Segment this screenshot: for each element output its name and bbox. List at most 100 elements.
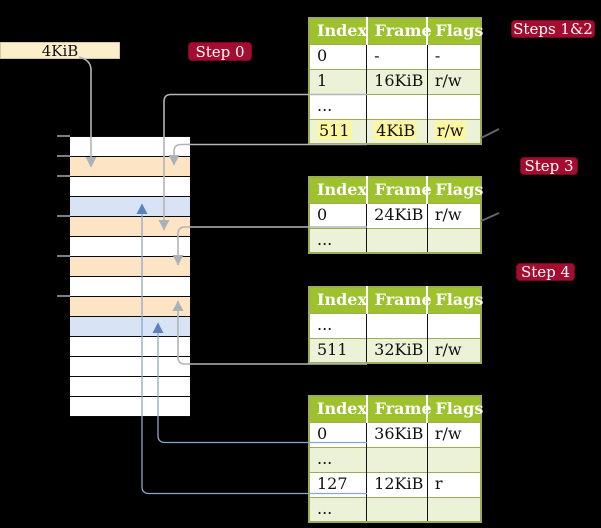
- cell-frame: [366, 312, 428, 338]
- cell-index: ...: [309, 496, 367, 522]
- badge-step-0-label: Step 0: [195, 42, 245, 61]
- artifact-dash-l4-entry511: [480, 128, 500, 139]
- address-tick: [57, 255, 70, 257]
- frame-size-label: 4KiB: [41, 41, 79, 60]
- cell-text: r/w: [434, 120, 466, 140]
- memory-frame-mapped: [70, 197, 190, 217]
- address-tick: [57, 175, 70, 177]
- memory-frame-free: [70, 137, 190, 157]
- cell-frame: [366, 446, 428, 472]
- memory-frame-free: [70, 357, 190, 377]
- physical-memory-column: [70, 136, 190, 417]
- column-header-flags: Flags: [426, 177, 483, 203]
- cell-frame: 12KiB: [366, 471, 428, 497]
- cell-text: 511: [317, 339, 348, 359]
- artifact-dash-l3-entry0: [480, 212, 500, 222]
- badge-steps-1-2-label: Steps 1&2: [513, 20, 593, 38]
- badge-step-3: Step 3: [520, 157, 578, 175]
- cell-flags: [426, 446, 481, 472]
- cell-index: 127: [309, 471, 367, 497]
- column-header-frame: Frame: [365, 396, 432, 422]
- column-header-frame: Frame: [365, 287, 432, 313]
- cell-index: 511: [309, 337, 367, 363]
- cell-text: 16KiB: [374, 71, 424, 90]
- column-header-frame: Frame: [365, 18, 432, 44]
- badge-step-3-label: Step 3: [524, 157, 574, 175]
- cell-text: 0: [317, 205, 328, 224]
- column-header-flags: Flags: [426, 287, 483, 313]
- table-row: 511 4KiB r/w: [309, 118, 481, 144]
- cell-frame: 16KiB: [366, 68, 428, 94]
- column-header-index: Index: [309, 177, 367, 203]
- address-tick: [57, 295, 70, 297]
- cell-index: 511: [309, 118, 367, 144]
- memory-frame-free: [70, 277, 190, 297]
- cell-frame: 24KiB: [366, 202, 428, 228]
- column-header-index: Index: [309, 287, 367, 313]
- cell-text: 1: [317, 71, 328, 90]
- memory-frame-mapped: [70, 317, 190, 337]
- cell-frame: 32KiB: [366, 337, 428, 363]
- cell-text: 0: [317, 424, 328, 443]
- cell-index: ...: [309, 227, 367, 253]
- table-row: 0 --: [309, 43, 481, 69]
- cell-flags: r/w: [426, 68, 481, 94]
- cell-frame: 36KiB: [366, 421, 428, 447]
- cell-frame: [366, 227, 428, 253]
- cell-text: 32KiB: [374, 339, 424, 359]
- cell-flags: [426, 312, 481, 338]
- column-header-flags: Flags: [426, 396, 483, 422]
- cell-text: r: [434, 474, 443, 493]
- cell-frame: [366, 93, 428, 119]
- table-row: ...: [309, 496, 481, 522]
- cell-text: ...: [317, 229, 333, 249]
- memory-frame-free: [70, 377, 190, 397]
- memory-frame-free: [70, 237, 190, 257]
- cell-text: 36KiB: [374, 424, 424, 443]
- cell-text: 12KiB: [374, 474, 424, 493]
- cell-flags: r: [426, 471, 481, 497]
- cell-frame: -: [366, 43, 428, 69]
- memory-frame-free: [70, 177, 190, 197]
- cell-text: ...: [317, 498, 333, 518]
- cell-text: 511: [317, 120, 352, 140]
- table-row: 127 12KiB r: [309, 471, 481, 497]
- cell-text: 4KiB: [374, 120, 418, 140]
- cell-index: ...: [309, 312, 367, 338]
- address-tick: [57, 215, 70, 217]
- cell-text: r/w: [434, 205, 462, 224]
- address-tick: [57, 155, 70, 157]
- table-row: 1 16KiB r/w: [309, 68, 481, 94]
- cell-text: -: [434, 46, 441, 65]
- table-row: ...: [309, 93, 481, 119]
- table-row: 0 24KiB r/w: [309, 202, 481, 228]
- column-header-flags: Flags: [426, 18, 483, 44]
- badge-step-0: Step 0: [188, 42, 252, 61]
- cell-text: r/w: [434, 71, 462, 90]
- address-tick: [57, 135, 70, 137]
- cell-frame: 4KiB: [366, 118, 428, 144]
- memory-frame-page-table: [70, 257, 190, 277]
- cell-flags: r/w: [426, 118, 481, 144]
- badge-step-4: Step 4: [516, 263, 575, 281]
- cell-frame: [366, 496, 428, 522]
- cell-index: ...: [309, 446, 367, 472]
- cell-index: 1: [309, 68, 367, 94]
- cell-index: 0: [309, 421, 367, 447]
- column-header-frame: Frame: [365, 177, 432, 203]
- cell-index: 0: [309, 43, 367, 69]
- cell-flags: -: [426, 43, 481, 69]
- cell-text: 0: [317, 46, 328, 65]
- cell-flags: r/w: [426, 421, 481, 447]
